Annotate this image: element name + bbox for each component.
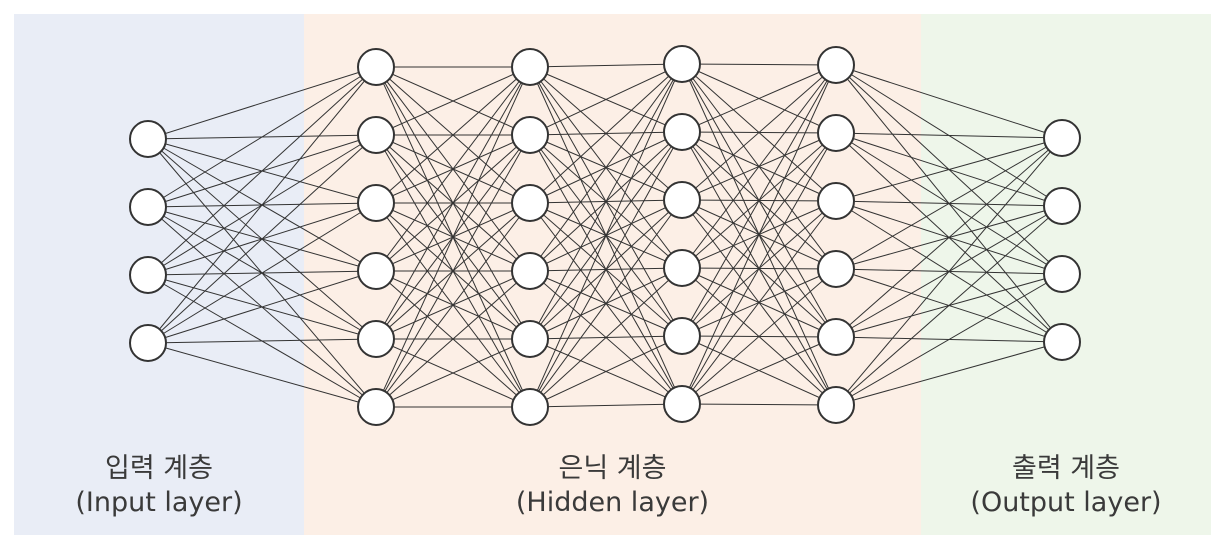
neuron-layer-3-0 — [663, 45, 701, 83]
hidden-layer-label: 은닉 계층 (Hidden layer) — [304, 452, 921, 520]
neuron-layer-0-2 — [129, 256, 167, 294]
connection-4-5-to-5-2 — [835, 273, 1063, 406]
connection-3-5-to-4-5 — [681, 403, 837, 406]
connection-4-1-to-5-0 — [835, 132, 1063, 139]
input-layer-label: 입력 계층 (Input layer) — [14, 452, 304, 520]
connections — [147, 63, 1063, 408]
neuron-layer-3-1 — [663, 113, 701, 151]
connection-1-5-to-2-1 — [375, 134, 531, 408]
connection-1-2-to-2-0 — [375, 66, 531, 204]
connection-3-2-to-4-0 — [681, 64, 837, 201]
connection-0-1-to-1-0 — [147, 66, 377, 208]
connection-4-5-to-5-3 — [835, 341, 1063, 406]
neuron-layer-1-5 — [357, 388, 395, 426]
connection-4-4-to-5-0 — [835, 137, 1063, 338]
connection-0-3-to-1-3 — [147, 270, 377, 344]
connection-4-3-to-5-0 — [835, 137, 1063, 270]
neuron-layer-3-3 — [663, 249, 701, 287]
connection-1-4-to-2-0 — [375, 66, 531, 340]
neuron-layer-1-0 — [357, 48, 395, 86]
connection-3-3-to-4-0 — [681, 64, 837, 269]
connection-0-3-to-1-2 — [147, 202, 377, 344]
connection-0-3-to-1-0 — [147, 66, 377, 344]
connection-2-0-to-3-0 — [529, 63, 683, 68]
hidden-layer-label-english: (Hidden layer) — [515, 487, 710, 518]
connection-3-5-to-4-3 — [681, 268, 837, 405]
connection-4-2-to-5-0 — [835, 137, 1063, 202]
neuron-layer-2-1 — [511, 116, 549, 154]
neuron-layer-0-3 — [129, 324, 167, 362]
connection-0-3-to-1-4 — [147, 338, 377, 344]
connection-4-0-to-5-0 — [835, 64, 1063, 139]
connection-3-5-to-4-4 — [681, 336, 837, 405]
neuron-layer-4-1 — [817, 114, 855, 152]
neuron-layer-5-2 — [1043, 255, 1081, 293]
neuron-layer-4-5 — [817, 386, 855, 424]
connection-3-5-to-4-0 — [681, 64, 837, 405]
neuron-layer-4-2 — [817, 182, 855, 220]
connection-2-2-to-3-0 — [529, 63, 683, 204]
neuron-layer-2-5 — [511, 388, 549, 426]
connection-0-2-to-1-0 — [147, 66, 377, 276]
output-layer-label-korean: 출력 계층 — [1012, 453, 1120, 484]
neurons — [129, 45, 1081, 426]
neuron-layer-3-5 — [663, 385, 701, 423]
input-layer-label-english: (Input layer) — [75, 487, 243, 518]
connection-2-4-to-3-0 — [529, 63, 683, 340]
connection-2-1-to-3-0 — [529, 63, 683, 136]
connection-2-5-to-3-4 — [529, 335, 683, 408]
neuron-layer-2-0 — [511, 48, 549, 86]
hidden-layer-label-korean: 은닉 계층 — [558, 453, 667, 484]
connection-0-0-to-1-0 — [147, 66, 377, 140]
connection-1-5-to-2-0 — [375, 66, 531, 408]
neuron-layer-4-3 — [817, 250, 855, 288]
connection-3-5-to-4-1 — [681, 132, 837, 405]
output-layer-label: 출력 계층 (Output layer) — [921, 452, 1211, 520]
connection-3-5-to-4-2 — [681, 200, 837, 405]
connection-4-5-to-5-1 — [835, 205, 1063, 406]
neuron-layer-2-4 — [511, 320, 549, 358]
connection-3-0-to-4-0 — [681, 63, 837, 66]
connection-2-5-to-3-5 — [529, 403, 683, 408]
output-layer-label-english: (Output layer) — [970, 487, 1162, 518]
neuron-layer-3-4 — [663, 317, 701, 355]
connection-4-5-to-5-0 — [835, 137, 1063, 406]
neuron-layer-1-4 — [357, 320, 395, 358]
connection-1-5-to-2-2 — [375, 202, 531, 408]
connection-2-5-to-3-2 — [529, 199, 683, 408]
neuron-layer-5-0 — [1043, 119, 1081, 157]
connection-0-3-to-1-1 — [147, 134, 377, 344]
connection-2-5-to-3-3 — [529, 267, 683, 408]
neuron-layer-3-2 — [663, 181, 701, 219]
connection-1-1-to-2-0 — [375, 66, 531, 136]
neuron-layer-1-3 — [357, 252, 395, 290]
neuron-layer-0-1 — [129, 188, 167, 226]
neuron-layer-1-2 — [357, 184, 395, 222]
neuron-layer-2-3 — [511, 252, 549, 290]
neuron-layer-1-1 — [357, 116, 395, 154]
connection-2-5-to-3-0 — [529, 63, 683, 408]
connection-3-1-to-4-0 — [681, 64, 837, 133]
connection-1-5-to-2-3 — [375, 270, 531, 408]
connection-1-3-to-2-0 — [375, 66, 531, 272]
neuron-layer-4-0 — [817, 46, 855, 84]
input-layer-label-korean: 입력 계층 — [105, 453, 213, 484]
neuron-layer-2-2 — [511, 184, 549, 222]
connection-2-3-to-3-0 — [529, 63, 683, 272]
neuron-layer-5-3 — [1043, 323, 1081, 361]
connection-2-5-to-3-1 — [529, 131, 683, 408]
connection-0-3-to-1-5 — [147, 342, 377, 408]
neuron-layer-5-1 — [1043, 187, 1081, 225]
neuron-layer-4-4 — [817, 318, 855, 356]
connection-3-4-to-4-0 — [681, 64, 837, 337]
connection-1-5-to-2-4 — [375, 338, 531, 408]
neuron-layer-0-0 — [129, 120, 167, 158]
